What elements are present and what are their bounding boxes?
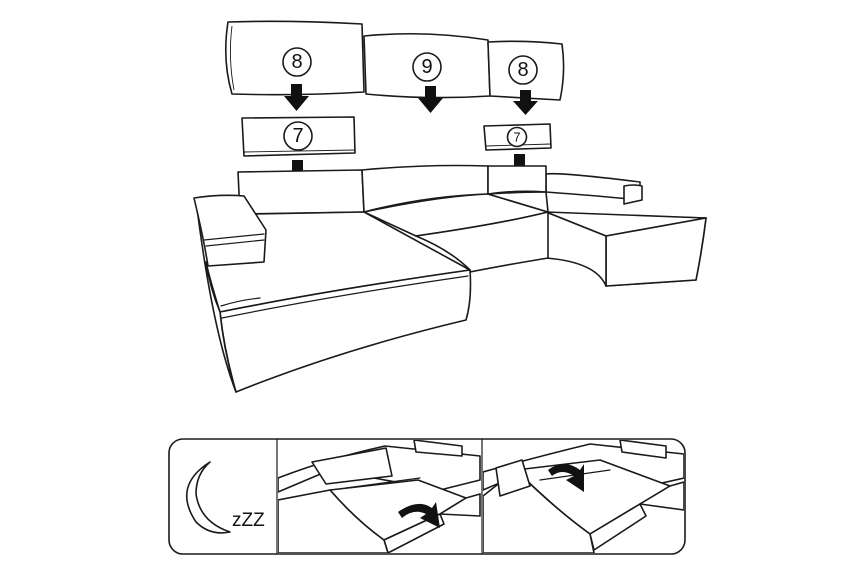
badge-right-back-cushion-label: 8 bbox=[517, 59, 528, 81]
badge-right-bolster: 7 bbox=[506, 126, 528, 148]
sleep-instruction-panel: zZZ bbox=[168, 438, 686, 555]
badge-left-bolster: 7 bbox=[283, 121, 313, 151]
badge-left-back-cushion-label: 8 bbox=[291, 51, 302, 73]
badge-right-bolster-label: 7 bbox=[513, 130, 520, 145]
moon-icon bbox=[186, 461, 231, 534]
curved-arrow-icon bbox=[398, 502, 440, 528]
sofa-base bbox=[193, 164, 707, 393]
badge-left-back-cushion: 8 bbox=[282, 47, 312, 77]
badge-center-back-cushion: 9 bbox=[412, 52, 442, 82]
bed-step-two bbox=[483, 440, 684, 553]
bed-step-one bbox=[278, 440, 481, 553]
badge-center-back-cushion-label: 9 bbox=[421, 56, 432, 78]
sleep-text: zZZ bbox=[232, 510, 265, 531]
down-arrow-icon bbox=[418, 86, 443, 113]
badge-right-back-cushion: 8 bbox=[508, 55, 538, 85]
badge-left-bolster-label: 7 bbox=[292, 125, 303, 147]
down-arrow-icon bbox=[513, 90, 538, 115]
curved-arrow-icon bbox=[548, 464, 584, 492]
down-arrow-icon bbox=[284, 84, 309, 111]
